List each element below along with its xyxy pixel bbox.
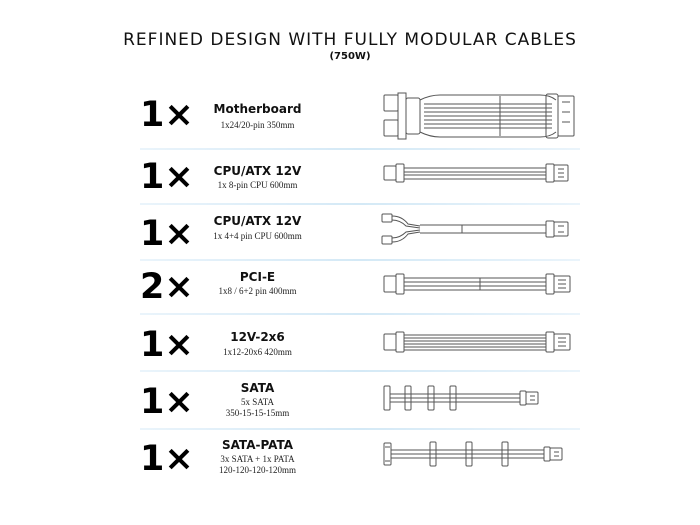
cable-spec-lengths: 350-15-15-15mm (225, 408, 290, 418)
cable-spec: 5x SATA (240, 397, 275, 407)
cable-spec: 1x24/20-pin 350mm (220, 120, 295, 130)
cable-spec: 1x8 / 6+2 pin 400mm (218, 286, 297, 296)
cable-row-cpu-4plus4: 1× CPU/ATX 12V 1x 4+4 pin CPU 600mm (140, 205, 580, 260)
quantity: 1× (140, 95, 194, 135)
cable-name: SATA (240, 381, 275, 395)
cable-row-12v-2x6: 1× 12V-2x6 1x12-20x6 420mm (140, 318, 580, 373)
cable-row-motherboard: 1× Motherboard 1x24/20-pin 350mm (140, 90, 580, 145)
cable-row-cpu-8pin: 1× CPU/ATX 12V 1x 8-pin CPU 600mm (140, 150, 580, 205)
quantity: 1× (140, 325, 194, 365)
cable-name: SATA-PATA (221, 438, 294, 452)
cable-spec: 1x12-20x6 420mm (223, 347, 292, 357)
quantity: 2× (140, 267, 194, 307)
quantity: 1× (140, 382, 194, 422)
quantity: 1× (140, 157, 194, 197)
row-divider (140, 313, 580, 315)
cable-spec: 1x 8-pin CPU 600mm (217, 180, 298, 190)
sata-pata-cable-icon (383, 441, 563, 467)
row-divider (140, 148, 580, 150)
page-title: REFINED DESIGN WITH FULLY MODULAR CABLES (123, 30, 577, 50)
cable-row-sata-pata: 1× SATA-PATA 3x SATA + 1x PATA 120-120-1… (140, 432, 580, 487)
cable-name: CPU/ATX 12V (213, 214, 302, 228)
cable-spec: 1x 4+4 pin CPU 600mm (213, 231, 302, 241)
page-subtitle: (750W) (329, 51, 371, 62)
cable-spec: 3x SATA + 1x PATA (220, 454, 295, 464)
quantity: 1× (140, 439, 194, 479)
row-divider (140, 259, 580, 261)
cable-name: Motherboard (213, 102, 302, 116)
12v-2x6-cable-icon (383, 331, 571, 353)
cpu-8pin-cable-icon (383, 163, 569, 183)
cable-spec-lengths: 120-120-120-120mm (219, 465, 296, 475)
cable-row-sata: 1× SATA 5x SATA 350-15-15-15mm (140, 375, 580, 430)
cable-name: 12V-2x6 (230, 330, 285, 344)
pcie-cable-icon (383, 273, 571, 295)
sata-cable-icon (383, 385, 539, 411)
row-divider (140, 203, 580, 205)
cable-row-pcie: 2× PCI-E 1x8 / 6+2 pin 400mm (140, 262, 580, 317)
cpu-4plus4-cable-icon (381, 213, 569, 245)
cable-name: CPU/ATX 12V (213, 164, 302, 178)
quantity: 1× (140, 214, 194, 254)
row-divider (140, 428, 580, 430)
motherboard-cable-icon (383, 92, 575, 140)
row-divider (140, 370, 580, 372)
cable-name: PCI-E (239, 270, 276, 284)
